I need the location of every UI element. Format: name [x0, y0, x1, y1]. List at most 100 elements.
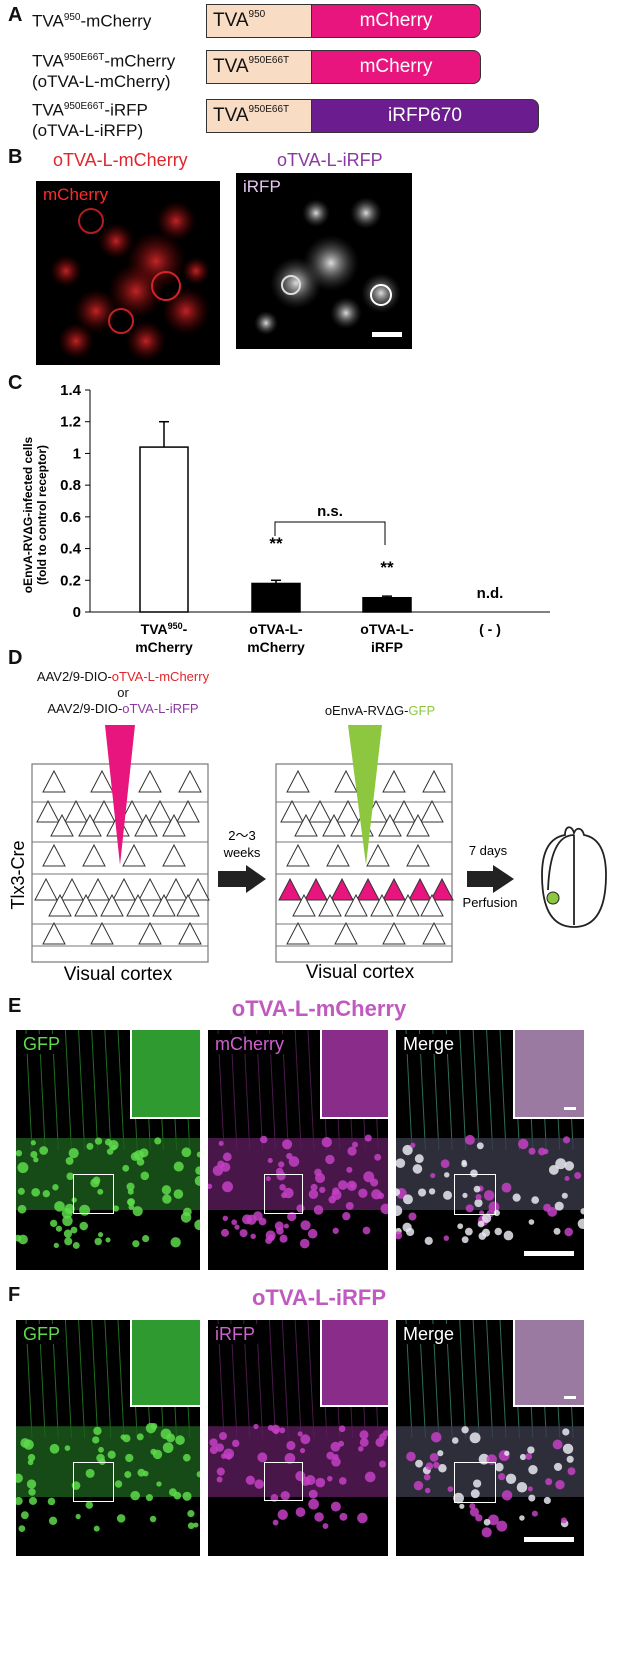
inset-scale-bar: [564, 1395, 576, 1399]
infected-neuron-triangle: [430, 877, 454, 901]
aav-construct-2: oTVA-L-iRFP: [122, 701, 199, 716]
neuron-triangle: [42, 921, 66, 945]
wait-duration: 2～3: [228, 828, 255, 843]
construct-name-1: TVA950E66T-mCherry(oTVA-L-mCherry): [32, 48, 175, 92]
tva-box-label: TVA: [213, 10, 249, 31]
merge-micrograph: Merge: [396, 1320, 584, 1556]
rv-injection-pipette: [348, 725, 382, 865]
neuron-triangle: [34, 877, 58, 901]
panel-f-title: oTVA-L-iRFP: [251, 1285, 386, 1310]
x-tick-label-line2: mCherry: [247, 639, 305, 655]
neuron-triangle: [78, 813, 102, 837]
construct-name-0: TVA950-mCherry: [32, 8, 151, 32]
arrow-7-days: [467, 865, 514, 893]
neuron-triangle: [286, 921, 310, 945]
y-axis-label-line1: oEnvA-RVΔG-infected cells: [21, 436, 35, 593]
x-tick-label: oTVA-L-: [360, 621, 414, 637]
mag-channel-label: mCherry: [212, 1034, 288, 1054]
tva-box-sup: 950E66T: [248, 104, 290, 115]
neuron-triangle: [392, 799, 416, 823]
star-label-1: **: [269, 534, 283, 553]
neuron-triangle: [50, 813, 74, 837]
neuron-triangle: [138, 769, 162, 793]
panel-b-label: B: [8, 146, 23, 168]
aav-prefix-1: AAV2/9-DIO-: [36, 669, 112, 684]
merge-channel-label: Merge: [400, 1034, 458, 1054]
neuron-triangle: [64, 799, 88, 823]
y-tick-label: 0.6: [60, 509, 81, 526]
x-tick-label: ( - ): [479, 621, 501, 637]
roi-box: [73, 1461, 114, 1503]
construct-name-suffix: -mCherry: [80, 11, 152, 31]
mouse-line-label: Tlx3-Cre: [8, 840, 28, 909]
panel-a-label: A: [8, 4, 23, 26]
neuron-triangle: [406, 813, 430, 837]
construct-alias: (oTVA-L-iRFP): [32, 120, 144, 140]
neuron-triangle: [336, 799, 360, 823]
neuron-triangle: [138, 921, 162, 945]
neuron-triangle: [74, 893, 98, 917]
construct-name-main: TVA: [32, 100, 64, 120]
construct-name-sup: 950E66T: [63, 101, 105, 112]
construct-name-main: TVA: [32, 51, 64, 71]
panel-d-label: D: [8, 647, 23, 669]
tva-box-label: TVA: [213, 56, 249, 77]
mcherry-micrograph: mCherry: [36, 181, 220, 365]
neuron-triangle: [186, 877, 210, 901]
neuron-triangle: [334, 769, 358, 793]
y-tick-label: 0.4: [60, 541, 82, 558]
neuron-triangle: [382, 769, 406, 793]
fluorescent-protein-box: mCherry: [311, 4, 481, 38]
roi-box: [263, 1461, 304, 1502]
infected-neuron-triangle: [408, 877, 432, 901]
neuron-triangle: [42, 843, 66, 867]
mag-micrograph: mCherry: [208, 1030, 388, 1270]
rv-prefix: oEnvA-RVΔG-: [324, 703, 409, 718]
neuron-triangle: [308, 799, 332, 823]
neuron-triangle: [90, 769, 114, 793]
days-label: 7 days: [469, 843, 508, 858]
merge-micrograph: Merge: [396, 1030, 584, 1270]
aav-injection-text: AAV2/9-DIO-oTVA-L-mCherry or AAV2/9-DIO-…: [18, 669, 228, 717]
experiment-schematic: 2～3 weeks 7 days Perfusion Tlx3-Cre Visu…: [8, 725, 607, 985]
roi-box: [73, 1174, 114, 1215]
construct-name-sup: 950E66T: [63, 52, 105, 63]
zoom-inset: [130, 1320, 200, 1408]
injection-site-dot: [546, 891, 560, 905]
ns-label: n.s.: [317, 503, 343, 520]
neuron-triangle: [334, 921, 358, 945]
zoom-inset: [319, 1320, 388, 1408]
nd-label: n.d.: [477, 585, 504, 602]
neuron-triangle: [162, 843, 186, 867]
perfusion-label: Perfusion: [463, 895, 518, 910]
construct-name-suffix: -mCherry: [104, 51, 176, 71]
neuron-triangle: [366, 843, 390, 867]
mouse-brain-icon: [541, 826, 607, 928]
x-tick-label: TVA950-: [141, 621, 188, 637]
bar-chart: oEnvA-RVΔG-infected cells (fold to contr…: [21, 382, 550, 655]
roi-box: [454, 1174, 496, 1216]
irfp-micrograph: iRFP: [236, 173, 412, 349]
construct-name-main: TVA: [32, 11, 64, 31]
tva-box-sup: 950: [248, 9, 266, 20]
panel-b-right-title: oTVA-L-iRFP: [277, 150, 383, 170]
mag-micrograph: iRFP: [208, 1320, 388, 1556]
neuron-triangle: [148, 799, 172, 823]
bar: [362, 596, 412, 613]
neuron-triangle: [48, 893, 72, 917]
fluorescent-protein-box: mCherry: [311, 50, 481, 84]
neuron-triangle: [370, 893, 394, 917]
neuron-triangle: [120, 799, 144, 823]
neuron-triangle: [60, 877, 84, 901]
mcherry-cells-image: [50, 201, 210, 361]
construct-name-2: TVA950E66T-iRFP(oTVA-L-iRFP): [32, 97, 148, 141]
irfp-channel-label: iRFP: [240, 177, 284, 197]
neuron-triangle: [420, 799, 444, 823]
neuron-triangle: [318, 893, 342, 917]
significance-bracket: n.s.: [274, 503, 386, 545]
construct-alias: (oTVA-L-mCherry): [32, 71, 171, 91]
tva-box-sup: 950E66T: [248, 55, 290, 66]
mag-channel-label: iRFP: [212, 1324, 258, 1344]
